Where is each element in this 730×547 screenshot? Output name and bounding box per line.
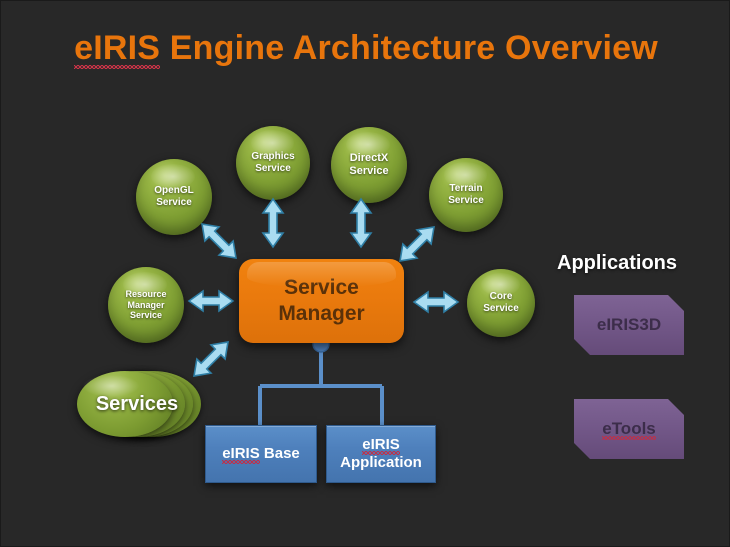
page-title: eIRIS Engine Architecture Overview xyxy=(1,29,729,69)
arrow-hub-to-services xyxy=(193,341,229,377)
arrow-hub-to-directx xyxy=(349,197,373,249)
application-box-etools-label: eTools xyxy=(602,419,656,438)
arrow-hub-to-graphics xyxy=(261,197,285,249)
title-misspelled-word: eIRIS xyxy=(74,29,161,69)
application-box-eiris3d[interactable]: eIRIS3D xyxy=(574,295,684,355)
applications-heading: Applications xyxy=(557,252,678,274)
services-stack-disc-1 xyxy=(77,371,173,437)
services-stack-label: Services xyxy=(95,393,179,415)
arrow-hub-to-core xyxy=(412,290,460,314)
application-box-etools[interactable]: eTools xyxy=(574,399,684,459)
arrow-hub-to-resource-manager xyxy=(187,289,235,313)
arrow-hub-to-opengl xyxy=(201,223,237,259)
arrow-hub-to-terrain xyxy=(399,226,435,262)
application-box-eiris3d-label: eIRIS3D xyxy=(596,315,662,334)
module-box-eiris-base[interactable]: eIRIS Base xyxy=(205,425,317,483)
title-rest: Engine Architecture Overview xyxy=(160,29,658,67)
module-box-eiris-base-label: eIRIS Base xyxy=(222,445,300,464)
services-stack-disc-front-highlight xyxy=(83,375,139,397)
